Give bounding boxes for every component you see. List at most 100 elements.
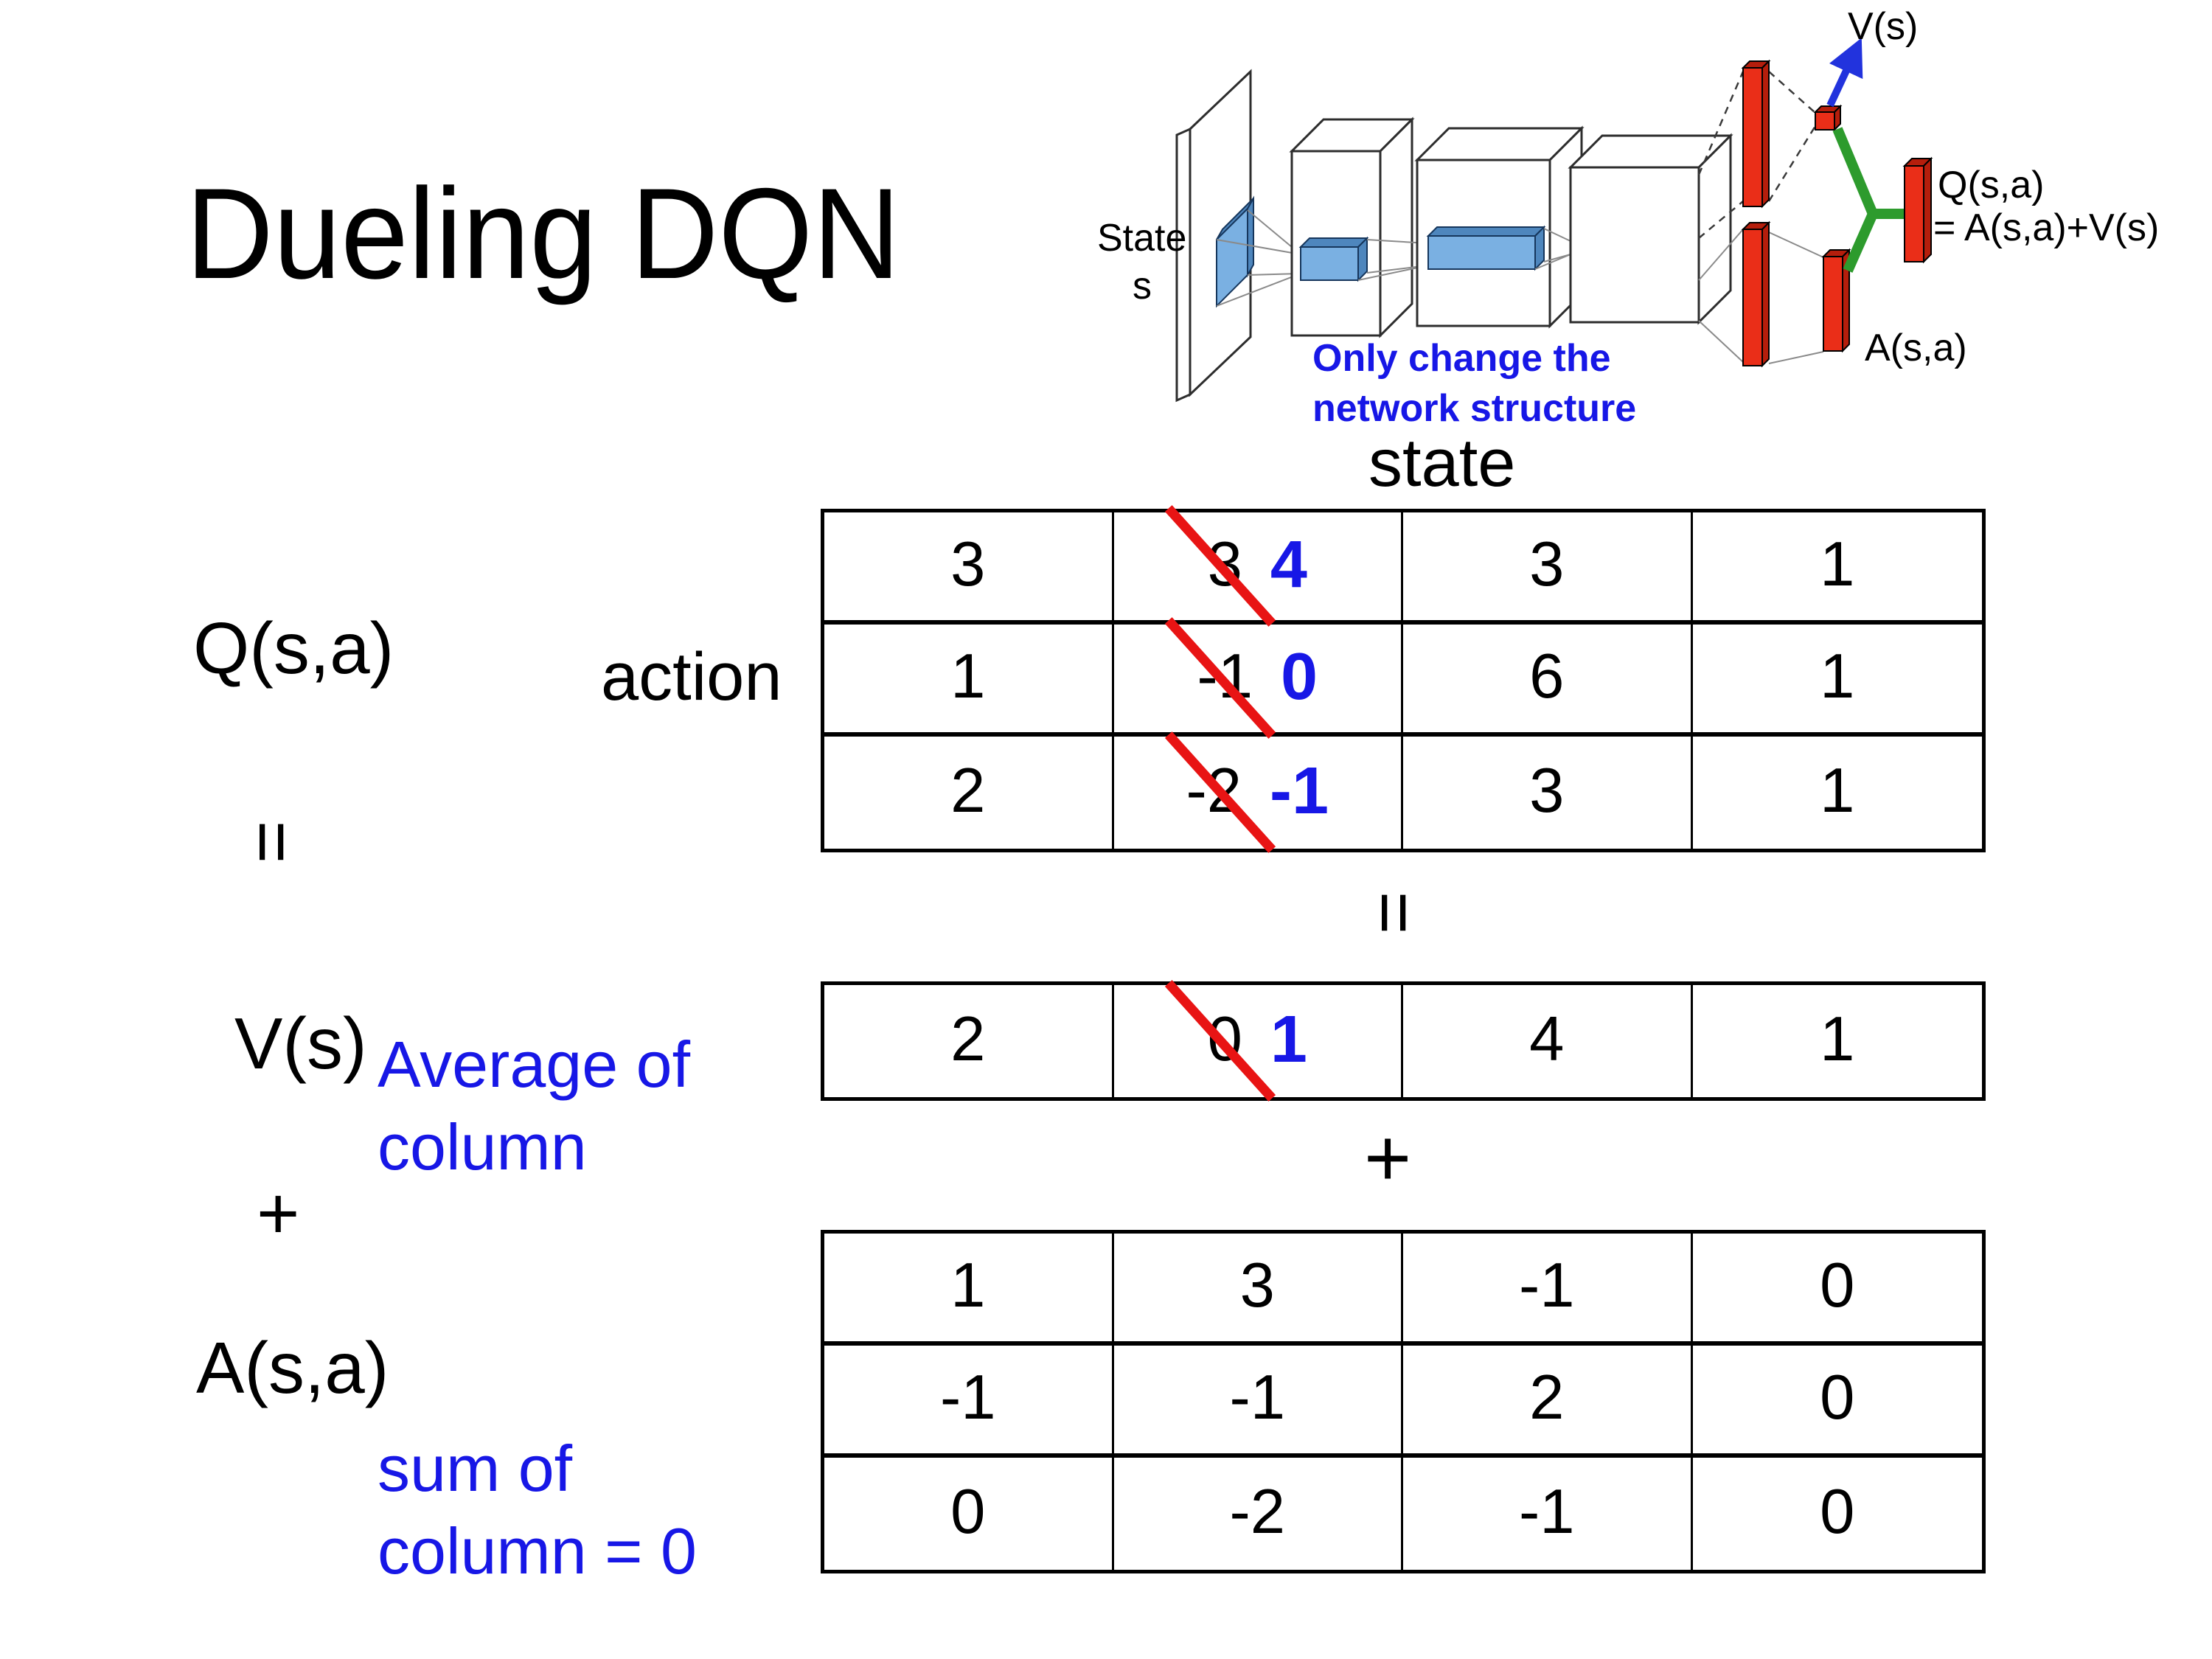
sum-note-line1: sum of (378, 1432, 573, 1505)
table-cell-corrected: 0 1 (1114, 980, 1403, 1102)
cell-value: 1 (1820, 1004, 1855, 1074)
equals-sign-center: = (1353, 891, 1436, 935)
table-cell: -1 (1403, 1458, 1693, 1570)
network-diagram: State s V(s) Q(s,a) = A(s,a)+V(s) A(s,a)… (1097, 5, 2159, 430)
cell-value: 3 (1529, 756, 1565, 826)
cell-value: 3 (1239, 1251, 1275, 1321)
value-node (1813, 104, 1843, 132)
cell-value: -1 (1229, 1363, 1286, 1433)
cell-value: 2 (1529, 1363, 1565, 1433)
new-value: 4 (1270, 527, 1307, 602)
cell-value: -1 (1518, 1251, 1575, 1321)
table-cell: 0 (1692, 1346, 1982, 1458)
plus-sign-left: + (257, 1172, 300, 1255)
v-function-label: V(s) (234, 1003, 367, 1084)
strikethrough-mark (1164, 731, 1276, 853)
table-cell: 4 (1403, 985, 1693, 1097)
table-cell: 0 (824, 1458, 1114, 1570)
table-cell: 1 (824, 1234, 1114, 1346)
table-cell-corrected: -1 0 (1113, 617, 1403, 739)
state-label-line1: State (1097, 217, 1186, 260)
table-cell: -1 (1403, 1234, 1693, 1346)
cell-value: -2 (1229, 1477, 1286, 1547)
cell-value: 2 (950, 1004, 986, 1074)
advantage-bar-1 (1741, 220, 1771, 368)
table-cell: 1 (1692, 512, 1982, 625)
cell-value: 0 (1820, 1251, 1855, 1321)
table-cell: 3 (1403, 512, 1693, 625)
cell-value: 1 (1820, 641, 1855, 712)
cell-value: 6 (1529, 641, 1565, 712)
action-axis-label: action (601, 639, 782, 714)
cell-value: 3 (1529, 529, 1565, 599)
solid-connection (1698, 229, 1824, 364)
v-table: 2 0 1 4 1 (821, 980, 1986, 1102)
conv-box-3 (1568, 133, 1733, 325)
table-cell: 1 (1693, 737, 1983, 849)
feature-bar-1 (1298, 236, 1369, 282)
table-cell-corrected: 3 4 (1113, 505, 1403, 627)
table-cell: -1 (824, 1346, 1114, 1458)
table-cell: 2 (1403, 1346, 1693, 1458)
strikethrough-mark (1164, 980, 1276, 1102)
new-value: 0 (1281, 639, 1318, 714)
cell-value: 1 (950, 1251, 986, 1321)
cell-value: 1 (950, 641, 986, 712)
a-output-label: A(s,a) (1865, 327, 1967, 369)
table-cell-corrected: -2 -1 (1114, 731, 1403, 853)
state-axis-label: state (1368, 425, 1516, 501)
new-value: -1 (1270, 754, 1329, 828)
cell-value: 1 (1820, 529, 1855, 599)
conv-projection-lines (1534, 228, 1571, 270)
cell-value: 3 (950, 529, 986, 599)
table-cell: 1 (1693, 985, 1983, 1097)
table-cell: 3 (1113, 1234, 1403, 1346)
table-cell: 0 (1693, 1458, 1983, 1570)
table-cell: 2 (824, 985, 1114, 1097)
conv-box-1 (1289, 116, 1415, 338)
cell-value: -1 (1518, 1477, 1575, 1547)
cell-value: 0 (1820, 1363, 1855, 1433)
only-change-note-line2: network structure (1312, 387, 1636, 430)
sum-note-line2: column = 0 (378, 1514, 697, 1587)
table-cell: 1 (824, 625, 1114, 737)
cell-value: -1 (939, 1363, 996, 1433)
strikethrough-mark (1164, 505, 1276, 627)
conv-filter-patch (1216, 195, 1254, 308)
v-output-label: V(s) (1848, 5, 1918, 48)
table-cell: 1 (1692, 625, 1982, 737)
new-value: 1 (1270, 1002, 1307, 1077)
feature-bar-2 (1426, 225, 1546, 271)
table-cell: -1 (1113, 1346, 1403, 1458)
q-output-label-line2: = A(s,a)+V(s) (1933, 206, 2159, 249)
advantage-bar-2 (1821, 248, 1851, 353)
q-table: 3 3 4 3 1 1 -1 0 6 1 2 -2 -1 3 1 (821, 505, 1986, 853)
table-cell: 6 (1403, 625, 1693, 737)
average-note-line2: column (378, 1110, 587, 1183)
a-function-label: A(s,a) (196, 1327, 389, 1408)
table-cell: 2 (824, 737, 1114, 849)
table-cell: -2 (1114, 1458, 1403, 1570)
green-merge-link (1832, 127, 1905, 273)
strikethrough-mark (1164, 617, 1276, 739)
dashed-connection (1697, 71, 1817, 239)
equals-sign-left: = (231, 820, 314, 864)
table-cell: 3 (1403, 737, 1693, 849)
fc-red-bar-top (1741, 59, 1771, 209)
plus-sign-center: + (1364, 1113, 1412, 1203)
average-note-line1: Average of (378, 1028, 691, 1101)
cell-value: 0 (1820, 1477, 1855, 1547)
table-cell: 0 (1692, 1234, 1982, 1346)
cell-value: 1 (1820, 756, 1855, 826)
q-function-label: Q(s,a) (193, 608, 394, 689)
cell-value: 0 (950, 1477, 986, 1547)
cell-value: 4 (1529, 1004, 1565, 1074)
table-cell: 3 (824, 512, 1114, 625)
cell-value: 2 (950, 756, 986, 826)
q-output-bar (1902, 156, 1933, 264)
only-change-note-line1: Only change the (1312, 337, 1611, 380)
q-output-label-line1: Q(s,a) (1938, 164, 2044, 206)
a-table: 1 3 -1 0 -1 -1 2 0 0 -2 -1 0 (821, 1230, 1986, 1573)
slide-title: Dueling DQN (186, 162, 901, 306)
